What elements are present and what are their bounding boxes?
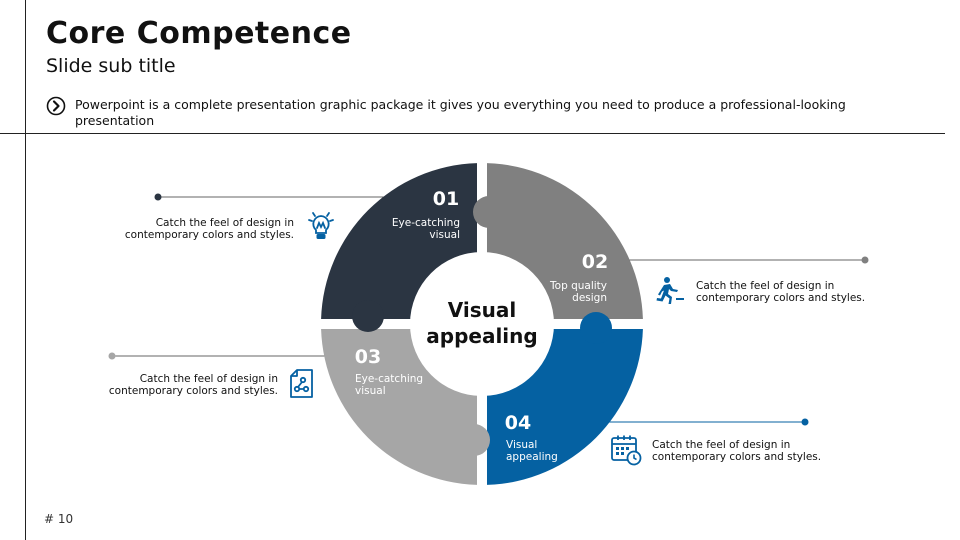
description-01-line2: contemporary colors and styles. (124, 229, 294, 241)
slide-subtitle: Slide sub title (46, 55, 176, 77)
connector-dot-02 (861, 256, 869, 264)
calendar-clock-icon (611, 435, 642, 466)
puzzle-knob-01 (352, 300, 384, 332)
segment-number-04: 04 (505, 412, 531, 434)
header-divider (0, 133, 945, 134)
puzzle-knob-03 (458, 424, 490, 456)
description-04-line2: contemporary colors and styles. (652, 451, 822, 463)
puzzle-knob-04 (580, 312, 612, 344)
segment-number-03: 03 (355, 346, 381, 368)
center-label-line1: Visual (448, 298, 516, 322)
puzzle-knob-02 (473, 196, 505, 228)
slide-title: Core Competence (46, 16, 352, 51)
segment-number-01: 01 (433, 188, 459, 210)
connector-dot-03 (108, 352, 116, 360)
chevron-right-circle-icon (46, 96, 66, 116)
center-label-line2: appealing (426, 324, 537, 348)
description-04-line1: Catch the feel of design in (652, 439, 791, 451)
lightbulb-icon (308, 212, 334, 239)
segment-label-01-line2: visual (429, 229, 460, 241)
segment-label-03-line2: visual (355, 385, 386, 397)
description-03-line2: contemporary colors and styles. (108, 385, 278, 397)
description-03-line1: Catch the feel of design in (139, 373, 278, 385)
page-number: # 10 (44, 512, 74, 526)
center-circle (410, 252, 554, 396)
description-01: Catch the feel of design in contemporary… (94, 217, 294, 241)
description-02: Catch the feel of design in contemporary… (696, 280, 896, 304)
description-03: Catch the feel of design in contemporary… (78, 373, 278, 397)
description-04: Catch the feel of design in contemporary… (652, 439, 852, 463)
description-02-line2: contemporary colors and styles. (696, 292, 866, 304)
segment-label-01-line1: Eye-catching (392, 217, 460, 229)
document-flowchart-icon (290, 369, 313, 398)
connector-lines (112, 196, 865, 423)
segment-label-04-line2: appealing (506, 451, 558, 463)
left-vertical-rule (25, 0, 26, 540)
segment-label-02-line2: design (572, 292, 607, 304)
description-02-line1: Catch the feel of design in (696, 280, 835, 292)
description-01-line1: Catch the feel of design in (155, 217, 294, 229)
connector-dot-04 (801, 418, 809, 426)
intro-text: Powerpoint is a complete presentation gr… (75, 97, 846, 128)
segment-number-02: 02 (582, 251, 608, 273)
segment-label-02-line1: Top quality (549, 280, 607, 292)
connector-dot-01 (154, 193, 162, 201)
segment-label-04-line1: Visual (506, 439, 537, 451)
running-person-icon (656, 277, 684, 304)
segment-label-03-line1: Eye-catching (355, 373, 423, 385)
